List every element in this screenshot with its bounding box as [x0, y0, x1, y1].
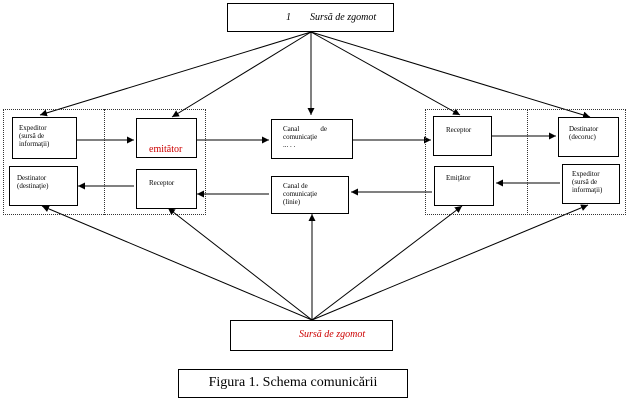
noise-source-bottom: Sursă de zgomot — [230, 320, 393, 351]
sender-box-line2: (sursă de — [19, 132, 45, 140]
noise-arrow-top-2 — [171, 31, 312, 118]
noise-arrow-top-4 — [310, 31, 461, 116]
destination-box-left: Destinator (destinaţie) — [9, 166, 78, 206]
sender-box-right-line3: informaţii) — [572, 186, 603, 194]
noise-source-top-number: 1 — [286, 12, 291, 23]
noise-arrow-top-1 — [39, 31, 312, 117]
destination-box-right-line2: (decoruc) — [569, 133, 596, 141]
emitter-box: emitător — [136, 118, 197, 158]
channel-box-bottom-line1: Canal de — [283, 182, 308, 190]
noise-source-top-label: Sursă de zgomot — [310, 12, 377, 23]
figure-caption: Figura 1. Schema comunicării — [178, 369, 408, 398]
receiver-box-left-label: Receptor — [149, 179, 175, 187]
figure-caption-text: Figura 1. Schema comunicării — [208, 375, 378, 390]
emitter-box-right-label: Emiţător — [446, 174, 471, 182]
left-group-divider — [104, 109, 105, 215]
sender-box: Expeditor (sursă de informaţii) — [12, 117, 77, 159]
receiver-box-right: Receptor — [433, 116, 492, 156]
noise-arrow-bottom-1 — [41, 205, 313, 321]
emitter-box-right: Emiţător — [434, 166, 494, 206]
destination-box-right-line1: Destinator — [569, 125, 599, 133]
sender-box-line1: Expeditor — [19, 124, 47, 132]
destination-box-left-line1: Destinator — [17, 174, 47, 182]
noise-source-top: 1 Sursă de zgomot — [227, 3, 394, 32]
channel-box-bottom-line3: (linie) — [283, 198, 301, 206]
noise-arrow-top-5 — [310, 31, 591, 119]
destination-box-right: Destinator (decoruc) — [558, 117, 619, 157]
noise-arrow-bottom-5 — [311, 204, 589, 321]
channel-box-top-line1: Canal de — [283, 125, 327, 133]
channel-box-bottom-line2: comunicaţie — [283, 190, 318, 198]
right-group-divider — [527, 109, 528, 215]
sender-box-right-line2: (sursă de — [572, 178, 598, 186]
noise-source-bottom-label: Sursă de zgomot — [299, 329, 366, 340]
channel-box-top: Canal de comunicaţie ... . . — [271, 119, 353, 159]
noise-arrow-bottom-2 — [167, 207, 313, 321]
sender-box-right: Expeditor (sursă de informaţii) — [562, 164, 620, 204]
receiver-box-left: Receptor — [136, 169, 197, 209]
channel-box-top-line3: ... . . — [283, 141, 296, 149]
right-group-frame — [425, 109, 626, 215]
destination-box-left-line2: (destinaţie) — [17, 182, 49, 190]
sender-box-line3: informaţii) — [19, 140, 50, 148]
receiver-box-right-label: Receptor — [446, 126, 472, 134]
channel-box-top-line2: comunicaţie — [283, 133, 318, 141]
noise-arrow-bottom-4 — [311, 205, 463, 321]
emitter-box-label: emitător — [149, 144, 183, 155]
channel-box-bottom: Canal de comunicaţie (linie) — [271, 176, 349, 214]
sender-box-right-line1: Expeditor — [572, 170, 600, 178]
